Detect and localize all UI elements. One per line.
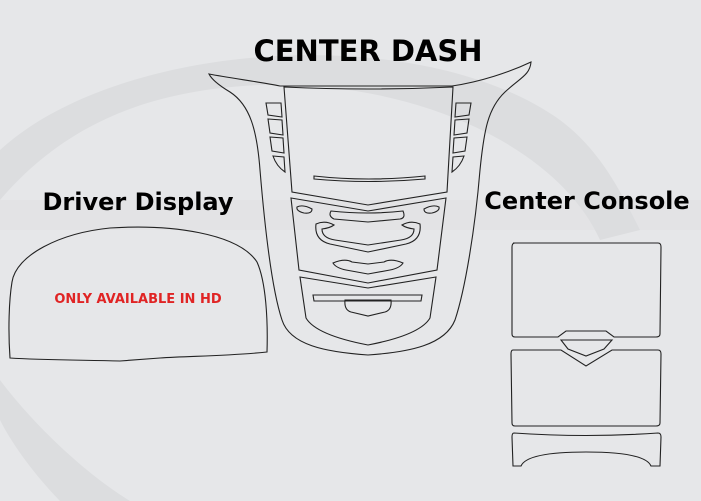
right-vents	[451, 102, 472, 174]
center-console-title: Center Console	[484, 187, 690, 215]
lower-tab	[344, 299, 392, 317]
climate-center-bar	[315, 221, 421, 253]
hd-only-note: ONLY AVAILABLE IN HD	[54, 292, 222, 307]
climate-lower-bar	[332, 259, 404, 275]
left-vents	[265, 102, 286, 174]
console-latch	[559, 339, 614, 357]
lower-panel	[299, 276, 437, 346]
left-button	[296, 205, 313, 214]
center-dash-bezel	[208, 61, 532, 356]
driver-display-title: Driver Display	[42, 188, 234, 216]
climate-panel	[290, 197, 447, 284]
console-middle-panel	[510, 349, 662, 427]
center-dash-outline	[208, 61, 532, 356]
climate-top-bar	[329, 210, 405, 223]
lower-slot	[312, 294, 423, 302]
console-upper-panel	[511, 242, 662, 338]
right-button	[423, 205, 440, 214]
driver-display-shape	[8, 226, 268, 362]
driver-display-outline	[8, 226, 268, 362]
console-lower-panel	[511, 432, 662, 467]
center-dash-title: CENTER DASH	[253, 34, 483, 68]
screen-slot	[313, 175, 426, 183]
center-console-outline	[510, 242, 662, 467]
background-watermark	[0, 55, 701, 501]
center-screen	[283, 86, 454, 206]
